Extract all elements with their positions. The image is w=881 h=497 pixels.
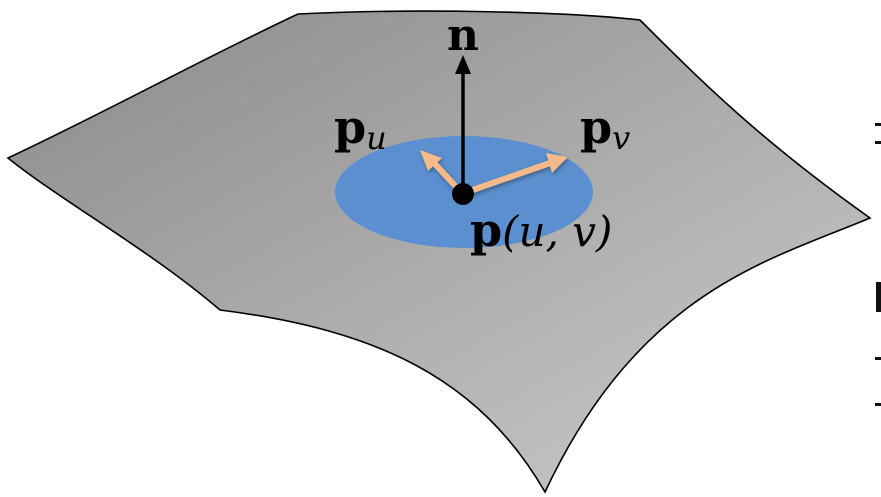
edge-mark: [875, 123, 881, 126]
surface-point: [452, 183, 474, 205]
edge-mark: [875, 357, 881, 360]
edge-mark: [876, 282, 881, 312]
tangent-u-label: pu: [334, 100, 387, 157]
point-label: p(u, v): [470, 203, 612, 257]
edge-mark: [875, 403, 881, 406]
edge-mark: [875, 141, 881, 144]
normal-label: n: [447, 10, 479, 61]
normal-arrow: [455, 55, 471, 193]
tangent-arrow-v: [461, 153, 568, 196]
tangent-v-label: pv: [580, 100, 630, 157]
surface: [6, 10, 872, 494]
